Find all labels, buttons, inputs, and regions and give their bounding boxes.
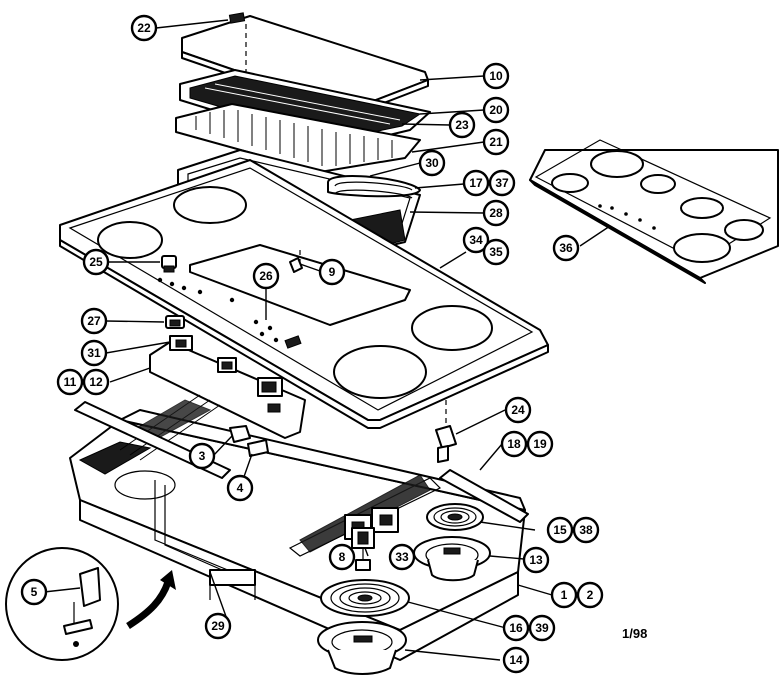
callout-30: 30: [418, 149, 446, 177]
svg-text:20: 20: [489, 103, 503, 117]
svg-text:35: 35: [489, 245, 503, 259]
callout-13: 13: [522, 546, 550, 574]
callout-8: 8: [328, 543, 356, 571]
drip-pan-14: [317, 621, 407, 675]
knob-bracket-25: [161, 255, 177, 273]
control-holes: [157, 277, 279, 343]
svg-text:21: 21: [489, 135, 503, 149]
svg-text:26: 26: [259, 269, 273, 283]
callout-1: 1: [550, 581, 578, 609]
callout-23: 23: [448, 111, 476, 139]
control-bracket: [149, 335, 306, 439]
callout-2: 2: [576, 581, 604, 609]
svg-text:1: 1: [561, 588, 568, 602]
svg-text:8: 8: [339, 550, 346, 564]
burner-box: [69, 394, 526, 661]
callout-39: 39: [528, 614, 556, 642]
svg-text:16: 16: [509, 621, 523, 635]
callout-9: 9: [318, 258, 346, 286]
svg-text:33: 33: [395, 550, 409, 564]
callout-31: 31: [80, 339, 108, 367]
callout-29: 29: [204, 612, 232, 640]
small-element-15: [426, 503, 484, 531]
svg-text:36: 36: [559, 241, 573, 255]
callout-38: 38: [572, 516, 600, 544]
svg-text:2: 2: [587, 588, 594, 602]
griddle-plate: [179, 69, 431, 149]
svg-text:27: 27: [87, 314, 101, 328]
callout-24: 24: [504, 396, 532, 424]
svg-text:37: 37: [495, 176, 509, 190]
callout-4: 4: [226, 474, 254, 502]
clip-9: [289, 250, 303, 273]
clip-detail-inset: [5, 547, 119, 661]
callout-37: 37: [488, 169, 516, 197]
inset-cooktop-36: [529, 139, 779, 284]
callout-19: 19: [526, 430, 554, 458]
griddle-grate: [175, 103, 421, 173]
svg-text:13: 13: [529, 553, 543, 567]
callout-3: 3: [188, 442, 216, 470]
svg-text:3: 3: [199, 449, 206, 463]
cooktop-glass: [59, 159, 549, 429]
svg-text:39: 39: [535, 621, 549, 635]
callout-35: 35: [482, 238, 510, 266]
svg-text:19: 19: [533, 437, 547, 451]
callout-15: 15: [546, 516, 574, 544]
callout-33: 33: [388, 543, 416, 571]
svg-text:34: 34: [469, 233, 483, 247]
callout-12: 12: [82, 368, 110, 396]
svg-text:31: 31: [87, 346, 101, 360]
svg-text:14: 14: [509, 653, 523, 667]
svg-text:12: 12: [89, 375, 103, 389]
callout-11: 11: [56, 368, 84, 396]
svg-text:23: 23: [455, 118, 469, 132]
svg-text:30: 30: [425, 156, 439, 170]
svg-text:28: 28: [489, 206, 503, 220]
svg-text:4: 4: [237, 481, 244, 495]
callout-14: 14: [502, 646, 530, 674]
callout-18: 18: [500, 430, 528, 458]
svg-text:18: 18: [507, 437, 521, 451]
callout-5: 5: [20, 578, 48, 606]
revision-date: 1/98: [622, 626, 647, 641]
callout-25: 25: [82, 248, 110, 276]
large-element-16: [320, 579, 410, 617]
callout-27: 27: [80, 307, 108, 335]
svg-text:24: 24: [511, 403, 525, 417]
svg-text:25: 25: [89, 255, 103, 269]
inset-control-marks: [598, 204, 656, 230]
svg-text:17: 17: [469, 176, 483, 190]
svg-text:11: 11: [64, 375, 77, 389]
svg-text:10: 10: [489, 69, 503, 83]
callout-34: 34: [462, 226, 490, 254]
callout-10: 10: [482, 62, 510, 90]
svg-text:9: 9: [329, 265, 336, 279]
callout-22: 22: [130, 14, 158, 42]
drip-pan-13: [413, 536, 491, 582]
bracket-24: [435, 400, 457, 463]
callout-16: 16: [502, 614, 530, 642]
callout-26: 26: [252, 262, 280, 290]
svg-text:15: 15: [553, 523, 567, 537]
support-rail: [439, 469, 529, 523]
svg-text:29: 29: [211, 619, 225, 633]
callout-17: 17: [462, 169, 490, 197]
svg-text:22: 22: [137, 21, 151, 35]
terminal-block-8: [351, 527, 375, 571]
svg-text:38: 38: [579, 523, 593, 537]
callout-28: 28: [482, 199, 510, 227]
svg-text:5: 5: [31, 585, 38, 599]
callout-20: 20: [482, 96, 510, 124]
callout-36: 36: [552, 234, 580, 262]
callout-21: 21: [482, 128, 510, 156]
arrow-curved: [126, 570, 176, 629]
switch-27: [165, 315, 185, 329]
